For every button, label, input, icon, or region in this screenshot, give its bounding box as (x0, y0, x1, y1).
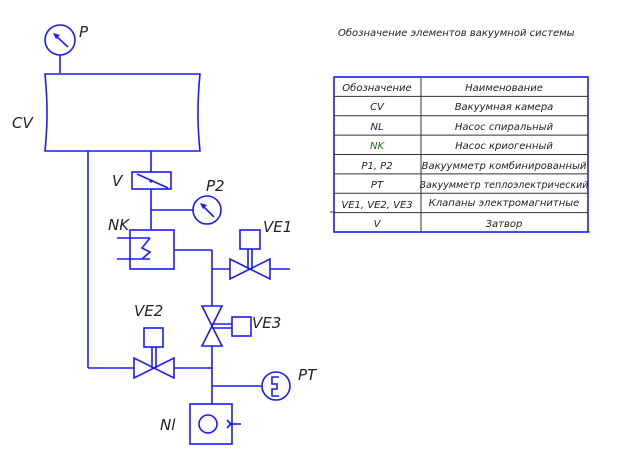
gate-v-pivot (149, 179, 153, 183)
scroll-pump-nl (189, 403, 241, 445)
nl-body (189, 403, 233, 445)
label-p: P (79, 23, 89, 41)
label-ve2: VE2 (134, 302, 163, 320)
table-row: V Затвор (374, 219, 523, 230)
row-name: Затвор (486, 219, 523, 230)
legend-table: Обозначение Наименование CV Вакуумная ка… (330, 76, 590, 233)
table-row: PT Вакуумметр теплоэлектрический (371, 180, 589, 191)
ve2-left-triangle (133, 356, 156, 380)
row-name: Клапаны электромагнитные (429, 198, 580, 209)
ve1-left-triangle (229, 257, 252, 281)
row-code: CV (370, 102, 385, 113)
vacuum-chamber-cv (44, 73, 201, 152)
diagram-title: Обозначение элементов вакуумной системы (338, 27, 575, 39)
table-row: NL Насос спиральный (370, 122, 553, 133)
valve-ve1 (229, 229, 271, 281)
label-cv: CV (12, 114, 34, 132)
gauge-p (44, 24, 76, 73)
nk-coil (140, 237, 152, 260)
gauge-pt-dial-icon (261, 371, 291, 401)
row-name: Насос спиральный (455, 122, 554, 133)
row-name: Вакуумметр теплоэлектрический (420, 180, 589, 191)
label-ve1: VE1 (263, 218, 292, 236)
row-code: V (374, 219, 382, 230)
table-row: CV Вакуумная камера (370, 102, 553, 113)
row-code: NK (370, 141, 385, 152)
ve2-right-triangle (152, 356, 175, 380)
gauge-p2-needle-tip (200, 203, 207, 209)
label-v: V (112, 172, 124, 190)
row-code: PT (371, 180, 384, 191)
row-code: P1, P2 (361, 161, 392, 172)
ve3-solenoid-icon (231, 316, 252, 337)
header-name: Наименование (465, 83, 543, 94)
gate-valve-v (131, 171, 172, 190)
label-pt: PT (298, 366, 318, 384)
table-row: VE1, VE2, VE3 Клапаны электромагнитные (341, 198, 579, 211)
nl-exhaust-arrow-icon (226, 419, 233, 429)
row-name: Насос криогенный (455, 141, 553, 152)
row-code: VE1, VE2, VE3 (341, 200, 412, 211)
gauge-pt-filament-icon (271, 376, 279, 397)
valve-ve2 (133, 327, 175, 380)
valve-ve3 (200, 305, 252, 347)
ve3-top-triangle (200, 305, 224, 328)
nk-body (129, 229, 175, 270)
table-row: P1, P2 Вакуумметр комбинированный (361, 160, 586, 172)
label-ve3: VE3 (252, 314, 281, 332)
gauge-p-needle-tip (53, 33, 60, 39)
label-nk: NK (108, 216, 130, 234)
table-row: NK Насос криогенный (370, 141, 553, 152)
row-code: NL (370, 122, 383, 133)
header-code: Обозначение (342, 82, 411, 94)
gauge-p2 (192, 195, 222, 225)
row-name: Вакуумная камера (455, 102, 554, 113)
gauge-pt (261, 371, 291, 401)
row-name: Вакуумметр комбинированный (422, 160, 587, 172)
ve2-solenoid-icon (143, 327, 164, 348)
ve1-right-triangle (248, 257, 271, 281)
cryopump-nk (117, 229, 175, 270)
label-nl: Nl (160, 416, 176, 434)
ve3-bottom-triangle (200, 324, 224, 347)
ve1-solenoid-icon (239, 229, 261, 250)
nl-rotor-icon (198, 414, 218, 434)
label-p2: P2 (206, 177, 225, 195)
